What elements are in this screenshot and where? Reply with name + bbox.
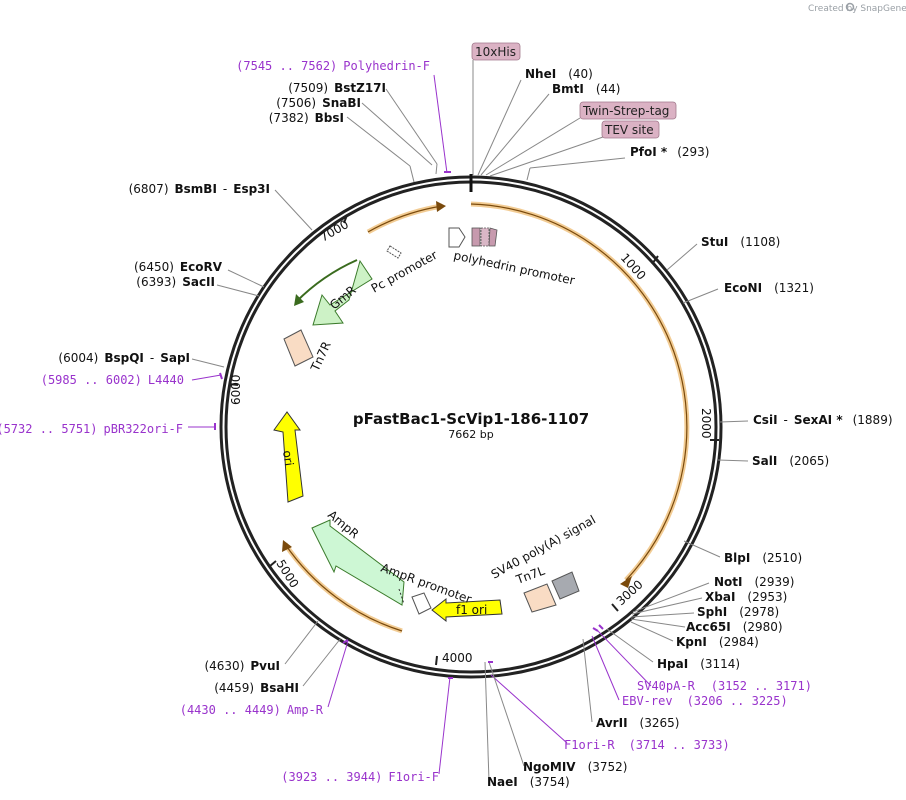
tick-6000: 6000 — [228, 374, 243, 405]
site-label-pvui: (4630)PvuI — [204, 659, 280, 673]
tn7r-box — [283, 329, 314, 367]
label-polyhedrin-promoter: polyhedrin promoter — [452, 248, 576, 287]
site-label-bstz17i: (7509)BstZ17I — [288, 81, 386, 95]
tag-twin-strep-label-box — [579, 101, 677, 120]
tick-2000: 2000 — [699, 408, 719, 441]
ampr-divider — [398, 588, 405, 605]
sv40-polya-box — [551, 571, 580, 600]
tag-10xhis-box — [471, 227, 481, 247]
pc-promoter-arrow — [386, 245, 402, 259]
site-label-l4440: (5985 .. 6002)L4440 — [41, 373, 184, 387]
tag-tev-label: TEV site — [604, 123, 654, 137]
site-label-stui: StuI(1108) — [701, 235, 780, 249]
tag-tev-label-box — [601, 120, 660, 139]
site-label-blpi: BlpI(2510) — [724, 551, 802, 565]
ampr-arrow — [311, 519, 405, 606]
label-f1-ori: f1 ori — [456, 603, 487, 617]
site-label-ecorv: (6450)EcoRV — [134, 260, 223, 274]
tick-label: 4000 — [442, 651, 473, 665]
tag-twin-strep-box — [480, 227, 490, 247]
site-label-acc65i: Acc65I(2980) — [686, 620, 783, 634]
snapgene-logo-icon — [845, 2, 855, 12]
site-label-pfoi: PfoI *(293) — [630, 145, 709, 159]
tag-twin-strep-label: Twin-Strep-tag — [582, 104, 669, 118]
ampr-promoter-arrow — [411, 592, 432, 615]
site-label-sali: SalI(2065) — [752, 454, 829, 468]
site-label-pbr322ori-f: (5732 .. 5751)pBR322ori-F — [0, 422, 183, 436]
site-label-polyhedrin-f: (7545 .. 7562)Polyhedrin-F — [236, 59, 430, 73]
tag-10xhis-label-box — [471, 42, 521, 61]
leader-lines — [188, 60, 749, 782]
site-label-sacii: (6393)SacII — [136, 275, 215, 289]
plasmid-name: pFastBac1-ScVip1-186-1107 — [353, 410, 589, 428]
tn7l-box — [523, 583, 557, 613]
site-label-csii-sexai: CsiI-SexAI *(1889) — [753, 413, 893, 427]
feature-shapes — [273, 227, 580, 623]
plasmid-length: 7662 bp — [448, 428, 493, 441]
credit-text: Created by SnapGene — [808, 4, 906, 14]
ori-arrow — [273, 411, 304, 503]
orf-arc-top-glow — [366, 203, 443, 235]
plasmid-title: pFastBac1-ScVip1-186-1107 7662 bp — [353, 410, 589, 441]
orf-arcs — [282, 201, 690, 634]
site-label-amp-r: (4430 .. 4449)Amp-R — [180, 703, 324, 717]
label-ori: ori — [280, 449, 296, 466]
orf-arc-main — [470, 203, 688, 581]
site-label-naei: NaeI(3754) — [487, 775, 570, 789]
site-label-sv40pa-r: SV40pA-R(3152 .. 3171) — [637, 679, 812, 693]
site-label-econi: EcoNI(1321) — [724, 281, 814, 295]
site-label-ebv-rev: EBV-rev(3206 .. 3225) — [622, 694, 788, 708]
site-label-bbsi: (7382)BbsI — [269, 111, 344, 125]
site-label-snabi: (7506)SnaBI — [276, 96, 361, 110]
tick-4000: 4000 — [435, 651, 473, 666]
tag-tev-box — [488, 227, 498, 247]
orf-arc-amp — [284, 543, 403, 632]
feature-labels: polyhedrin promoter Pc promoter GmR Tn7R… — [280, 248, 598, 617]
primer-markers — [214, 171, 604, 679]
polyhedrin-promoter-arrow — [448, 227, 466, 248]
tick-label: 2000 — [699, 408, 713, 439]
site-label-f1ori-f: (3923 .. 3944)F1ori-F — [281, 770, 439, 784]
left-site-labels: (7545 .. 7562)Polyhedrin-F (7509)BstZ17I… — [0, 59, 439, 784]
site-label-avrii: AvrII(3265) — [596, 716, 679, 730]
site-label-hpai: HpaI(3114) — [657, 657, 740, 671]
site-label-bmti: BmtI(44) — [552, 82, 621, 96]
right-site-labels: NheI(40) BmtI(44) PfoI *(293) StuI(1108)… — [487, 67, 893, 789]
site-label-ngomiv: NgoMIV(3752) — [523, 760, 627, 774]
site-label-f1ori-r: F1ori-R(3714 .. 3733) — [564, 738, 730, 752]
site-label-nhei: NheI(40) — [525, 67, 593, 81]
orf-arc-main-arrowhead — [620, 576, 632, 588]
orf-arc-top — [367, 205, 443, 233]
tick-label: 6000 — [229, 374, 243, 405]
f1-ori-arrow — [431, 597, 503, 623]
site-label-bspqi-sapi: (6004)BspQI-SapI — [58, 351, 190, 365]
site-label-xbai: XbaI(2953) — [705, 590, 787, 604]
orf-arc-top-arrowhead — [436, 201, 446, 212]
site-label-bsmbi-esp3i: (6807)BsmBI-Esp3I — [129, 182, 270, 196]
gmr-orf-arrowhead — [294, 294, 304, 306]
tick-label: 7000 — [318, 217, 351, 244]
tag-labels: 10xHis Twin-Strep-tag TEV site — [471, 42, 677, 139]
site-label-bsahi: (4459)BsaHI — [214, 681, 299, 695]
gmr-arrow — [312, 259, 373, 326]
plasmid-backbone — [219, 174, 723, 679]
label-pc-promoter: Pc promoter — [369, 248, 440, 296]
snapgene-credit: Created by SnapGene — [808, 2, 906, 14]
tag-10xhis-label: 10xHis — [475, 45, 516, 59]
site-label-sphi: SphI(2978) — [697, 605, 779, 619]
orf-arc-amp-arrowhead — [282, 540, 292, 552]
site-label-kpni: KpnI(2984) — [676, 635, 759, 649]
site-label-noti: NotI(2939) — [714, 575, 794, 589]
